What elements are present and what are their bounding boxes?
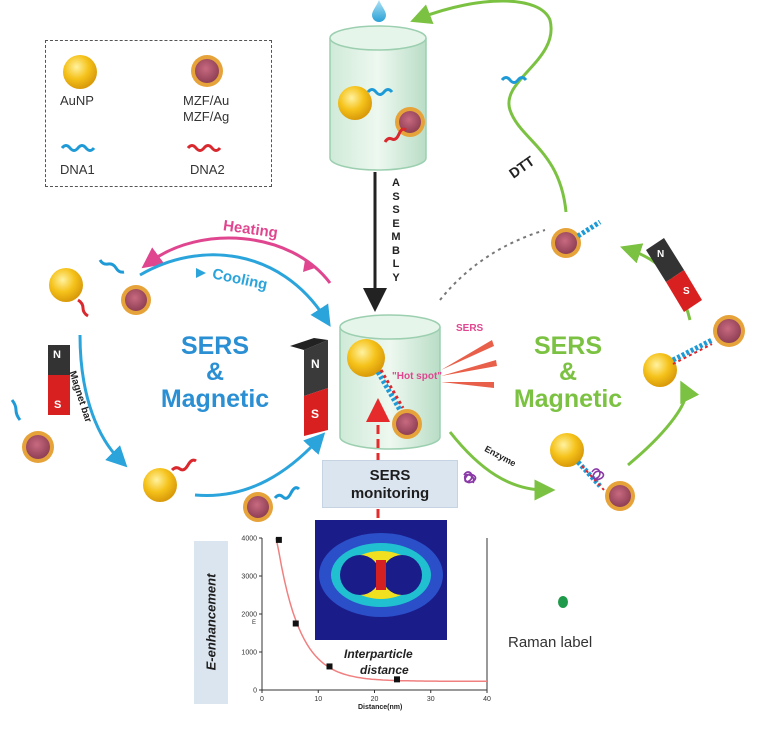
legend-aunp-label: AuNP	[60, 93, 94, 108]
aunp-left-top	[49, 268, 89, 318]
legend-aunp-icon	[63, 55, 97, 89]
central-vessel	[339, 314, 441, 450]
magnet-central-south: S	[311, 407, 320, 421]
magnet-left-north: N	[53, 349, 61, 361]
right-up-arrow	[627, 380, 700, 467]
sers-monitoring-box: SERS monitoring	[322, 460, 458, 508]
y-axis-label-box	[194, 541, 228, 704]
fit-curve	[275, 537, 487, 682]
data-point	[292, 620, 299, 627]
assembly-letter: L	[392, 258, 400, 270]
assembly-vessel	[329, 25, 427, 171]
inset-label-line2: distance	[360, 663, 409, 677]
x-tick-label: 0	[260, 696, 264, 703]
cooling-triangle-icon	[196, 268, 206, 278]
legend-mzf-label-2: MZF/Ag	[183, 109, 230, 124]
legend-mzf-icon	[191, 55, 223, 87]
aunp-central	[347, 339, 385, 377]
aunp-left-bottom	[143, 458, 197, 502]
y-tick-label: 2000	[241, 612, 257, 619]
assembly-letter: M	[391, 231, 401, 243]
enzyme-icon	[463, 471, 477, 484]
dsdna-central	[375, 370, 403, 412]
sers-monitoring-line2: monitoring	[350, 485, 430, 502]
sers-rays	[441, 340, 497, 388]
enzyme-icon-2	[591, 468, 605, 481]
left-title-line1: SERS	[180, 332, 250, 360]
legend-box	[45, 40, 272, 187]
sers-monitoring-line1: SERS	[369, 467, 411, 484]
mzf-right-bottom	[605, 481, 635, 511]
inset-label-line1: Interparticle	[344, 647, 413, 661]
bottom-left-arrow	[194, 432, 326, 498]
mzf-left-bottom	[10, 399, 54, 463]
assembly-letter: Y	[392, 271, 400, 284]
right-title-line1: SERS	[533, 332, 603, 360]
left-title-line3: Magnetic	[160, 385, 270, 413]
cooling-arrow	[139, 253, 331, 327]
right-title-line2: &	[558, 358, 578, 386]
magnet-left-south: S	[54, 399, 62, 411]
y-tick-label: 1000	[241, 650, 257, 657]
legend-dna2-label: DNA2	[190, 162, 225, 177]
raman-label-dot	[558, 596, 568, 608]
data-point	[326, 663, 333, 670]
mzf-right-middle	[713, 315, 745, 347]
assembly-letter: S	[392, 204, 400, 216]
aunp-right-bottom	[550, 433, 605, 491]
y-tick-label: 4000	[241, 536, 257, 543]
x-tick-label: 20	[371, 696, 379, 703]
magnet-bar-arrow	[78, 334, 128, 468]
y-tick-label: 0	[253, 688, 257, 695]
mzf-left-bottom-right	[243, 486, 301, 522]
magnet-central	[290, 338, 328, 436]
x-axis-label: Distance(nm)	[358, 704, 403, 711]
assembly-letter: E	[392, 217, 400, 230]
magnet-right	[646, 238, 702, 312]
dna1-free-top-right	[500, 76, 528, 84]
y-tick-label: 3000	[241, 574, 257, 581]
data-point	[275, 536, 282, 543]
enzyme-arrow	[448, 431, 556, 501]
x-tick-label: 30	[427, 696, 435, 703]
legend-dna2-icon	[186, 144, 222, 152]
legend-dna1-label: DNA1	[60, 162, 95, 177]
heating-triangle-icon	[303, 260, 315, 272]
data-point	[394, 676, 400, 683]
hot-spot-label: "Hot spot"	[392, 371, 443, 382]
magnet-left	[48, 345, 70, 415]
mzf-central	[392, 409, 422, 439]
legend-mzf-label-1: MZF/Au	[183, 93, 230, 108]
assembly-letter: A	[392, 177, 400, 189]
raman-label-text: Raman label	[508, 634, 593, 651]
x-tick-label: 10	[314, 696, 322, 703]
left-title-line2: &	[205, 358, 225, 386]
magnet-right-north: N	[657, 249, 665, 260]
assembly-letter: S	[392, 190, 400, 203]
magnet-right-south: S	[683, 286, 690, 297]
water-drop-icon	[372, 0, 386, 22]
aunp-dna1-top	[338, 86, 394, 120]
mzf-right-top	[551, 219, 602, 258]
right-title-line3: Magnetic	[513, 385, 623, 413]
x-tick-label: 40	[483, 696, 491, 703]
sers-ray-label: SERS	[456, 323, 484, 334]
field-inset	[315, 520, 447, 640]
assembly-letter: B	[392, 244, 400, 257]
aunp-right-middle	[643, 337, 714, 387]
magnet-central-north: N	[311, 357, 320, 371]
dtt-arrow	[410, 0, 568, 213]
heating-arrow	[141, 236, 332, 284]
y-axis-small-label: E	[252, 620, 257, 626]
dotted-connector	[439, 229, 546, 301]
y-axis-label: E-enhancement	[203, 573, 219, 671]
legend-dna1-icon	[60, 144, 96, 152]
mzf-left-top	[98, 259, 151, 315]
mzf-dna2-top	[383, 107, 425, 143]
